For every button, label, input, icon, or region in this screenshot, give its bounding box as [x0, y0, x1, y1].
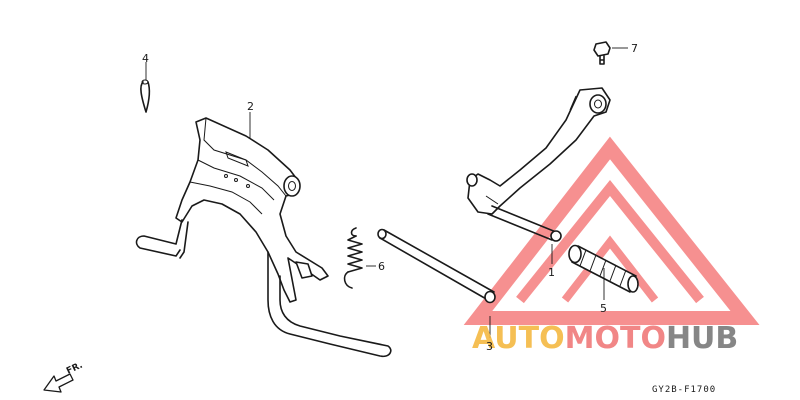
bolt-part [593, 41, 611, 65]
leader-lines [145, 47, 628, 338]
cotter-pin-part [140, 79, 151, 113]
watermark-moto: MOTO [565, 321, 666, 356]
forward-label: FR. [65, 361, 84, 377]
main-stand-part [135, 117, 392, 358]
watermark-hub: HUB [666, 321, 738, 356]
shaft-part [377, 228, 496, 304]
diagram-code: GY2B-F1700 [652, 385, 716, 395]
kick-arm-part [466, 87, 611, 242]
callout-3: 3 [486, 340, 493, 353]
watermark-text: AUTOMOTOHUB [472, 321, 738, 356]
callout-1: 1 [548, 266, 555, 279]
callout-6: 6 [378, 260, 385, 273]
watermark-auto: AUTO [472, 321, 565, 356]
watermark-logo [463, 136, 760, 325]
forward-arrow: FR. [43, 361, 84, 393]
spring-part [343, 227, 363, 289]
callout-7: 7 [631, 42, 638, 55]
callout-4: 4 [142, 52, 149, 65]
callout-5: 5 [600, 302, 607, 315]
callout-2: 2 [247, 100, 254, 113]
